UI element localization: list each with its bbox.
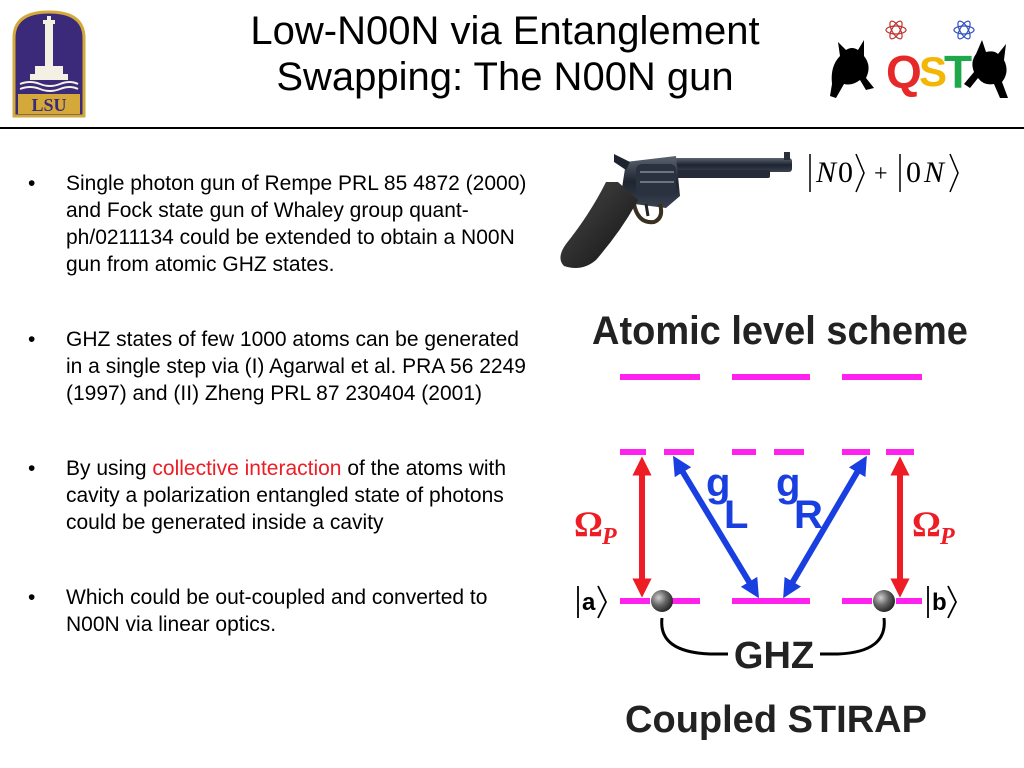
eq-zero-1: 0 <box>838 156 853 189</box>
g-subscript-left: L <box>724 493 748 537</box>
omega-label-left: Ω <box>574 504 603 544</box>
atomic-level-scheme: Atomic level scheme Ω P Ω P g L g <box>574 309 968 741</box>
bullet-text-after: of the atoms with cavity a polarization … <box>66 457 507 534</box>
lsu-logo: LSU <box>12 10 86 118</box>
eq-n-2: N <box>923 156 946 189</box>
ghz-label: GHZ <box>734 635 814 677</box>
cat-right-icon <box>964 40 1008 98</box>
coupling-arrow-left <box>673 455 759 599</box>
bullet-item: • Single photon gun of Rempe PRL 85 4872… <box>28 170 534 278</box>
qst-letter-s: S <box>919 48 947 95</box>
eq-plus: + <box>874 161 888 187</box>
bullet-marker: • <box>28 172 36 195</box>
title-divider <box>0 127 1024 129</box>
noon-state-equation: N 0 + 0 N <box>809 153 959 193</box>
bullet-marker: • <box>28 457 36 480</box>
bullet-item: • By using collective interaction of the… <box>28 455 534 536</box>
qst-letter-t: T <box>944 46 972 98</box>
bullet-marker: • <box>28 328 36 351</box>
bullet-text: Which could be out-coupled and converted… <box>66 586 488 636</box>
g-label-left: g <box>706 461 730 505</box>
scheme-title: Atomic level scheme <box>592 309 968 353</box>
bullet-marker: • <box>28 586 36 609</box>
g-label-right: g <box>776 461 800 505</box>
bullet-item: • GHZ states of few 1000 atoms can be ge… <box>28 326 534 407</box>
eq-n-1: N <box>815 156 838 189</box>
bullet-highlight: collective interaction <box>152 457 342 480</box>
bullet-text: Single photon gun of Rempe PRL 85 4872 (… <box>66 172 527 276</box>
omega-subscript-left: P <box>601 524 617 550</box>
qst-letter-q: Q <box>886 46 922 98</box>
bullet-text-before: By using <box>66 457 153 480</box>
eq-zero-2: 0 <box>906 156 921 189</box>
bullet-list: • Single photon gun of Rempe PRL 85 4872… <box>28 170 534 686</box>
bullet-text: GHZ states of few 1000 atoms can be gene… <box>66 328 526 405</box>
ket-b-label: b <box>932 589 947 616</box>
title-line-2: Swapping: The N00N gun <box>276 55 734 99</box>
cat-left-icon <box>830 40 874 98</box>
g-subscript-right: R <box>794 493 823 537</box>
title-line-1: Low-N00N via Entanglement <box>250 9 760 53</box>
ket-a-label: a <box>582 589 596 616</box>
omega-label-right: Ω <box>912 504 941 544</box>
revolver-image <box>560 152 792 268</box>
atom-a <box>651 590 673 612</box>
bullet-item: • Which could be out-coupled and convert… <box>28 584 534 638</box>
qst-logo: Q S T <box>830 20 1008 98</box>
atom-b <box>873 590 895 612</box>
omega-subscript-right: P <box>939 524 955 550</box>
atom-icon <box>953 20 975 40</box>
lsu-logo-text: LSU <box>31 95 66 115</box>
coupling-arrow-right <box>783 455 867 599</box>
ghz-bracket <box>660 617 728 656</box>
slide-title: Low-N00N via Entanglement Swapping: The … <box>120 8 890 100</box>
atom-icon <box>885 20 907 40</box>
scheme-caption: Coupled STIRAP <box>625 699 927 741</box>
